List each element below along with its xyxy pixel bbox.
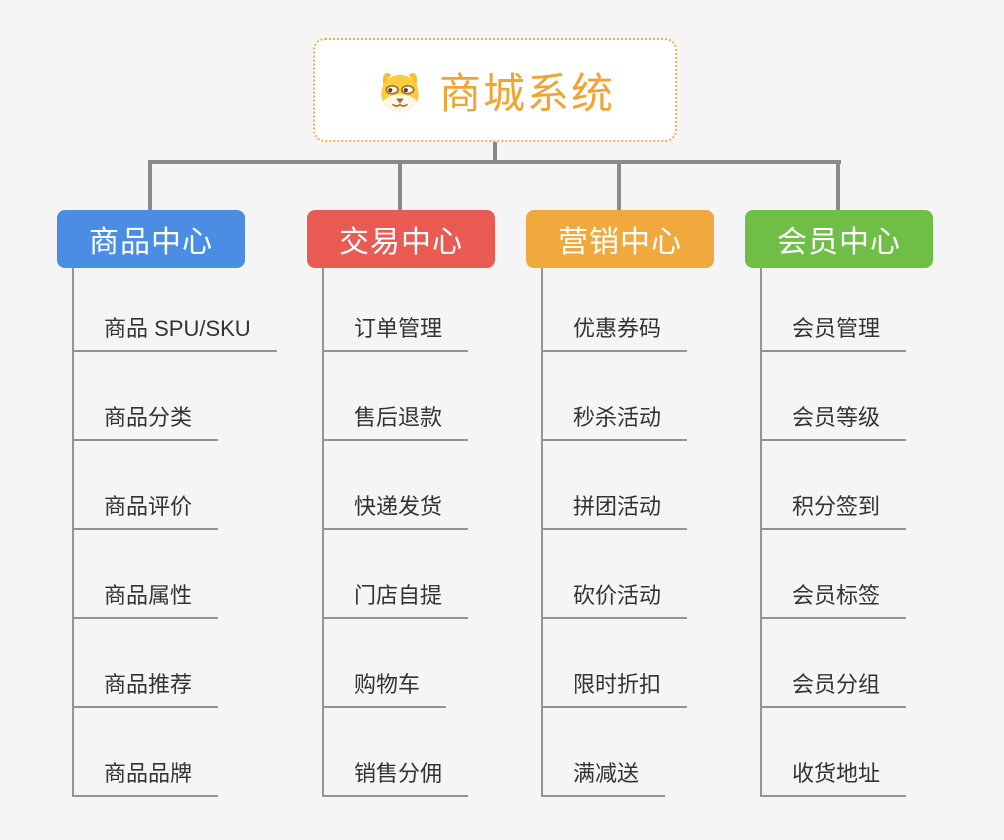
- leaf-node[interactable]: 快递发货: [324, 494, 469, 530]
- leaf-node[interactable]: 会员管理: [762, 316, 907, 352]
- leaf-node[interactable]: 会员分组: [762, 672, 907, 708]
- connector-bus-line: [148, 160, 841, 164]
- dog-face-icon: [381, 72, 419, 112]
- root-title: 商城系统: [438, 69, 615, 117]
- leaf-node[interactable]: 限时折扣: [543, 672, 688, 708]
- leaf-node[interactable]: 销售分佣: [324, 761, 469, 797]
- branch-node-member-center[interactable]: 会员中心: [745, 210, 933, 268]
- leaf-node[interactable]: 收货地址: [762, 761, 907, 797]
- leaf-column-marketing: 优惠券码 秒杀活动 拼团活动 砍价活动 限时折扣 满减送: [541, 268, 688, 797]
- leaf-node[interactable]: 会员标签: [762, 583, 907, 619]
- leaf-node[interactable]: 砍价活动: [543, 583, 688, 619]
- leaf-node[interactable]: 商品属性: [74, 583, 219, 619]
- leaf-node[interactable]: 商品分类: [74, 405, 219, 441]
- leaf-node[interactable]: 秒杀活动: [543, 405, 688, 441]
- leaf-column-trade: 订单管理 售后退款 快递发货 门店自提 购物车 销售分佣: [322, 268, 469, 797]
- leaf-node[interactable]: 购物车: [324, 672, 447, 708]
- leaf-node[interactable]: 售后退款: [324, 405, 469, 441]
- branch-node-product-center[interactable]: 商品中心: [57, 210, 245, 268]
- leaf-node[interactable]: 积分签到: [762, 494, 907, 530]
- leaf-node[interactable]: 满减送: [543, 761, 666, 797]
- leaf-column-product: 商品 SPU/SKU 商品分类 商品评价 商品属性 商品推荐 商品品牌: [72, 268, 277, 797]
- branch-node-marketing-center[interactable]: 营销中心: [526, 210, 714, 268]
- connector-drop-trade: [398, 160, 402, 212]
- branch-label: 交易中心: [339, 226, 463, 259]
- branch-label: 商品中心: [89, 226, 213, 259]
- leaf-node[interactable]: 优惠券码: [543, 316, 688, 352]
- leaf-node[interactable]: 商品品牌: [74, 761, 219, 797]
- leaf-node[interactable]: 商品评价: [74, 494, 219, 530]
- leaf-node[interactable]: 门店自提: [324, 583, 469, 619]
- connector-root-stub: [493, 140, 497, 162]
- connector-drop-member: [836, 160, 840, 212]
- leaf-node[interactable]: 拼团活动: [543, 494, 688, 530]
- leaf-node[interactable]: 商品推荐: [74, 672, 219, 708]
- connector-drop-marketing: [617, 160, 621, 212]
- branch-node-trade-center[interactable]: 交易中心: [307, 210, 495, 268]
- root-node[interactable]: 商城系统: [313, 38, 677, 142]
- connector-drop-product: [148, 160, 152, 212]
- branch-label: 会员中心: [777, 226, 901, 259]
- leaf-node[interactable]: 会员等级: [762, 405, 907, 441]
- leaf-node[interactable]: 订单管理: [324, 316, 469, 352]
- leaf-node[interactable]: 商品 SPU/SKU: [74, 316, 277, 352]
- leaf-column-member: 会员管理 会员等级 积分签到 会员标签 会员分组 收货地址: [760, 268, 907, 797]
- branch-label: 营销中心: [558, 226, 682, 259]
